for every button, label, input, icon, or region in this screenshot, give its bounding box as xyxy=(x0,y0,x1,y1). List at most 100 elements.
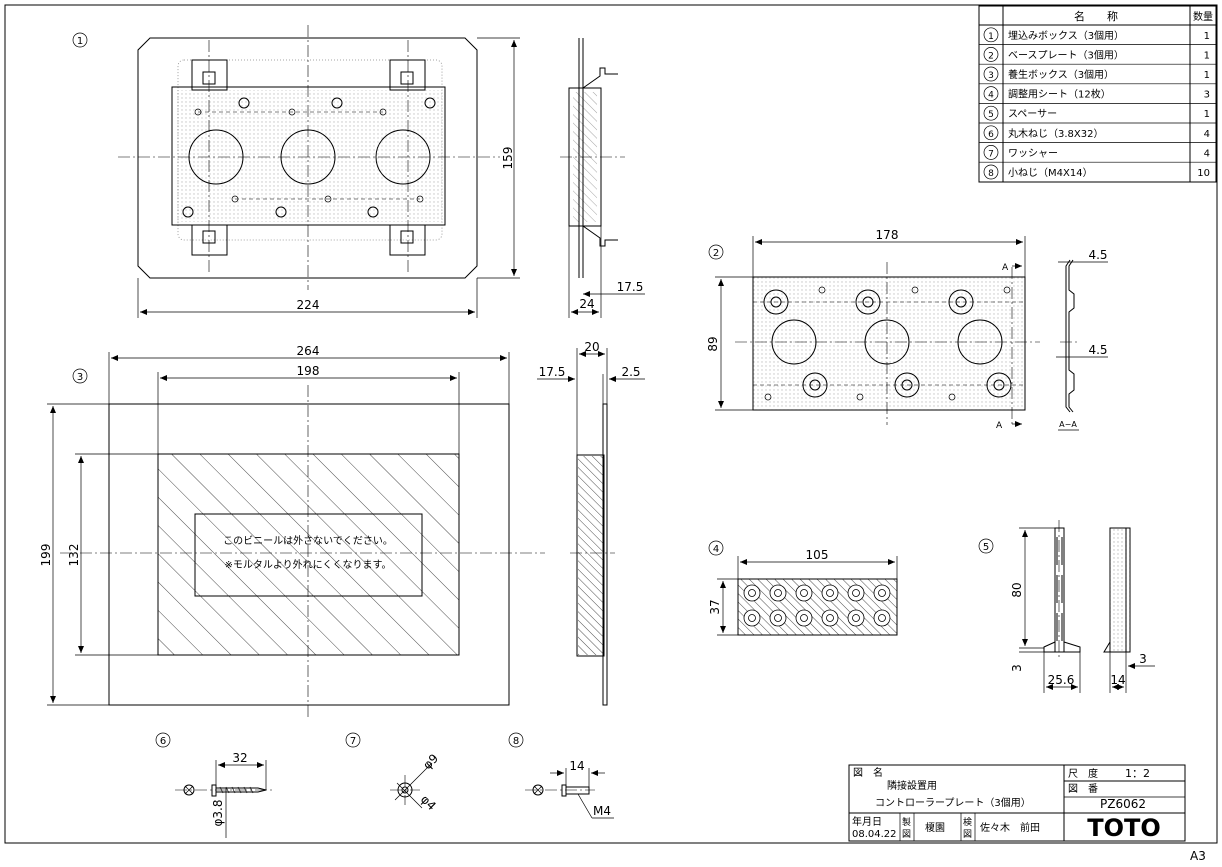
view-2-label: 2 xyxy=(713,248,719,259)
title-block-scale-label: 尺 度 xyxy=(1068,767,1098,780)
title-block-title-line-2: コントローラープレート（3個用） xyxy=(875,796,1031,809)
view-3-dim-outer-width: 264 xyxy=(297,344,320,358)
sheet-border xyxy=(4,4,1218,844)
parts-table-row-qty: 4 xyxy=(1204,129,1210,140)
parts-table-row-name: 養生ボックス（3個用） xyxy=(1008,68,1114,81)
view-5-dim-foot: 3 xyxy=(1010,664,1024,672)
view-3-dim-inner-height: 132 xyxy=(67,544,81,567)
view-3-side: 20 17.5 2.5 xyxy=(537,340,645,706)
title-block-check-label-2: 図 xyxy=(963,829,972,840)
title-block-zumei-label: 図 名 xyxy=(853,766,883,779)
view-1-dim-flange: 17.5 xyxy=(617,280,644,294)
view-2-base-plate: 2 178 89 A A xyxy=(706,228,1040,431)
view-4-sheet: 4 105 37 xyxy=(708,540,898,636)
view-3-dim-depth: 20 xyxy=(584,340,599,354)
view-1-dim-height: 159 xyxy=(501,147,515,170)
parts-table-row-qty: 10 xyxy=(1197,168,1210,179)
view-6-wood-screw: 6 32 φ3.8 xyxy=(155,732,272,838)
parts-table-row-qty: 1 xyxy=(1204,109,1210,120)
title-block-company-logo: TOTO xyxy=(1087,814,1161,842)
parts-table-row-name: 調整用シート（12枚） xyxy=(1008,88,1111,101)
parts-table-row-number: 8 xyxy=(988,169,994,179)
view-2-dim-width: 178 xyxy=(876,228,899,242)
view-7-label: 7 xyxy=(350,736,356,747)
parts-table-row-qty: 3 xyxy=(1204,90,1210,101)
title-block-made-label-1: 製 xyxy=(902,816,911,828)
parts-table-row-name: ワッシャー xyxy=(1008,148,1058,159)
view-4-label: 4 xyxy=(713,544,719,555)
view-1-label: 1 xyxy=(77,36,83,47)
title-block-date-label: 年月日 xyxy=(852,815,882,828)
sheet-hole xyxy=(774,614,782,622)
view-3-dim-inner-width: 198 xyxy=(297,364,320,378)
view-1-dim-width: 224 xyxy=(297,298,320,312)
view-5-spacer: 5 80 3 25.6 14 3 xyxy=(978,520,1155,693)
view-1-side: 24 17.5 xyxy=(560,38,645,318)
view-2-section-mark-top: A xyxy=(1002,263,1009,273)
parts-table-row-number: 3 xyxy=(988,71,994,81)
view-7-dim-inner: φ4 xyxy=(418,792,439,813)
parts-table-row: 8 小ねじ（M4X14） 10 xyxy=(979,161,1216,180)
title-block-drawing-no: PZ6062 xyxy=(1100,797,1146,811)
view-2-section-label: A−A xyxy=(1059,420,1077,429)
view-5-dim-side-thickness: 3 xyxy=(1139,652,1147,666)
view-8-machine-screw: 8 14 M4 xyxy=(508,732,614,819)
title-block-made-label-2: 図 xyxy=(902,829,911,840)
view-6-dim-length: 32 xyxy=(232,751,247,765)
view-4-dim-width: 105 xyxy=(806,548,829,562)
parts-table-row-number: 2 xyxy=(988,51,994,61)
sheet-hole xyxy=(774,589,782,597)
parts-table-row: 3 養生ボックス（3個用） 1 xyxy=(979,63,1216,82)
title-block-check-names: 佐々木 前田 xyxy=(980,821,1040,834)
view-7-washer: 7 φ9 φ4 xyxy=(345,732,441,813)
view-8-dim-thread: M4 xyxy=(593,804,611,818)
sheet-hole xyxy=(748,589,756,597)
parts-table-header-name: 名 称 xyxy=(1074,9,1118,23)
parts-table-row-number: 5 xyxy=(988,110,994,120)
parts-table-row-name: スペーサー xyxy=(1008,108,1057,120)
sheet-hole xyxy=(826,589,834,597)
view-4-dim-height: 37 xyxy=(708,599,722,614)
sheet-hole xyxy=(800,589,808,597)
title-block-title-line-1: 隣接設置用 xyxy=(887,779,937,792)
parts-table-row-number: 6 xyxy=(988,130,994,140)
title-block: 図 名 隣接設置用 コントローラープレート（3個用） 尺 度 1：2 図 番 P… xyxy=(848,764,1186,842)
view-5-dim-side-width: 14 xyxy=(1110,673,1125,687)
view-8-dim-length: 14 xyxy=(569,759,584,773)
title-block-scale-value: 1：2 xyxy=(1125,767,1150,780)
parts-table-row-name: 丸木ねじ（3.8X32） xyxy=(1008,127,1103,140)
sheet-hole xyxy=(878,614,886,622)
view-1-dim-depth: 24 xyxy=(579,297,594,311)
title-block-date-value: 08.04.22 xyxy=(852,829,897,840)
parts-table-header-qty: 数量 xyxy=(1193,10,1213,23)
view-5-dim-base: 25.6 xyxy=(1048,673,1075,687)
title-block-drawing-no-label: 図 番 xyxy=(1068,783,1098,795)
parts-table-row-name: 小ねじ（M4X14） xyxy=(1008,167,1093,179)
parts-table-row-name: 埋込みボックス（3個用） xyxy=(1008,29,1124,42)
parts-table-row: 5 スペーサー 1 xyxy=(979,103,1216,121)
view-3-dim-a: 17.5 xyxy=(539,365,566,379)
parts-table-row-qty: 4 xyxy=(1204,148,1210,159)
view-3-dim-b: 2.5 xyxy=(621,365,640,379)
view-3-dim-outer-height: 199 xyxy=(39,544,53,567)
view-6-dim-diameter: φ3.8 xyxy=(211,800,225,827)
view-5-dim-height: 80 xyxy=(1010,582,1024,597)
view-7-dim-outer: φ9 xyxy=(420,751,441,772)
parts-table-row-number: 1 xyxy=(988,32,994,42)
view-8-label: 8 xyxy=(513,736,519,747)
view-2-dim-t1: 4.5 xyxy=(1088,248,1107,262)
view-2-section: 4.5 4.5 A−A xyxy=(1056,248,1108,431)
view-2-section-mark-bottom: A xyxy=(996,421,1003,431)
view-3-label: 3 xyxy=(77,372,83,383)
view-1-box: 1 159 224 xyxy=(72,25,520,318)
sheet-hole xyxy=(826,614,834,622)
sheet-hole xyxy=(748,614,756,622)
sheet-size-label: A3 xyxy=(1190,849,1206,863)
parts-table-row-qty: 1 xyxy=(1204,70,1210,81)
